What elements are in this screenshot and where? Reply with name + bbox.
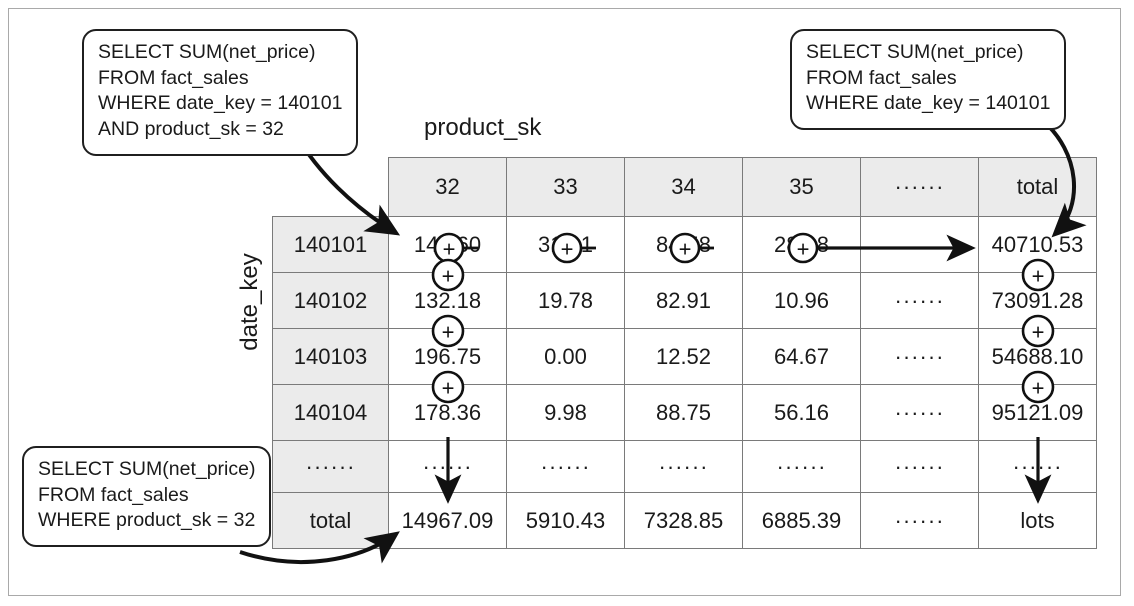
cell-140103-34: 12.52 [624,328,743,385]
corner-cell [272,157,389,217]
row-header-140103: 140103 [272,328,389,385]
cell-140101-33: 31.01 [506,216,625,273]
cell-140101-32: 149.60 [388,216,507,273]
column-header-32: 32 [388,157,507,217]
cell-total-35: 6885.39 [742,492,861,549]
column-header-total: total [978,157,1097,217]
ellipsis-text: ······ [894,174,945,199]
column-header-33: 33 [506,157,625,217]
callout-column-line2: FROM fact_sales [38,483,189,506]
cell-ellipsis-ellipsis: ······ [860,440,979,493]
cell-140101-35: 28.18 [742,216,861,273]
cell-ellipsis-total: ······ [978,440,1097,493]
row-header-140102: 140102 [272,272,389,329]
cell-140104-32: 178.36 [388,384,507,441]
pivot-table: 32 33 34 35 ······ total 140101 149.60 3… [272,157,1097,549]
cell-ellipsis-34: ······ [624,440,743,493]
table-row: 140101 149.60 31.01 84.58 28.18 40710.53 [272,216,1097,273]
row-header-140101: 140101 [272,216,389,273]
cell-140102-32: 132.18 [388,272,507,329]
cell-140104-33: 9.98 [506,384,625,441]
callout-row-line3: WHERE date_key = 140101 [806,92,1051,115]
cell-total-ellipsis: ······ [860,492,979,549]
cell-140103-32: 196.75 [388,328,507,385]
callout-column-line1: SELECT SUM(net_price) [38,458,256,480]
cell-total-total: lots [978,492,1097,549]
table-row: 140102 132.18 19.78 82.91 10.96 ······ 7… [272,272,1097,329]
row-header-ellipsis: ······ [272,440,389,493]
callout-cell-line2: FROM fact_sales [98,66,249,89]
callout-column-query: SELECT SUM(net_price) FROM fact_sales WH… [22,446,272,548]
row-header-total: total [272,492,389,549]
callout-column-line3: WHERE product_sk = 32 [38,509,256,532]
cell-total-32: 14967.09 [388,492,507,549]
cell-140103-ellipsis: ······ [860,328,979,385]
cell-140103-total: 54688.10 [978,328,1097,385]
callout-cell-line3: WHERE date_key = 140101 [98,92,343,115]
column-header-35: 35 [742,157,861,217]
row-header-140104: 140104 [272,384,389,441]
cell-140102-33: 19.78 [506,272,625,329]
cell-140102-total: 73091.28 [978,272,1097,329]
callout-cell-query: SELECT SUM(net_price) FROM fact_sales WH… [82,29,359,156]
column-header-34: 34 [624,157,743,217]
cell-140101-ellipsis [860,216,979,273]
cell-ellipsis-35: ······ [742,440,861,493]
table-header-row: 32 33 34 35 ······ total [272,157,1097,217]
column-axis-label: product_sk [424,114,542,141]
callout-row-line2: FROM fact_sales [806,66,957,89]
column-header-ellipsis: ······ [860,157,979,217]
cell-140104-total: 95121.09 [978,384,1097,441]
cell-140101-total: 40710.53 [978,216,1097,273]
cell-ellipsis-33: ······ [506,440,625,493]
cell-140102-34: 82.91 [624,272,743,329]
callout-cell-line1: SELECT SUM(net_price) [98,41,316,63]
cell-140104-ellipsis: ······ [860,384,979,441]
table-row: total 14967.09 5910.43 7328.85 6885.39 ·… [272,492,1097,549]
cell-ellipsis-32: ······ [388,440,507,493]
cell-140102-ellipsis: ······ [860,272,979,329]
cell-140104-34: 88.75 [624,384,743,441]
cell-140103-33: 0.00 [506,328,625,385]
table-row: 140103 196.75 0.00 12.52 64.67 ······ 54… [272,328,1097,385]
callout-row-line1: SELECT SUM(net_price) [806,41,1024,63]
cell-140101-34: 84.58 [624,216,743,273]
row-axis-label: date_key [236,253,263,351]
table-row: 140104 178.36 9.98 88.75 56.16 ······ 95… [272,384,1097,441]
callout-cell-line4: AND product_sk = 32 [98,118,284,141]
table-row: ······ ······ ······ ······ ······ ·····… [272,440,1097,493]
cell-total-33: 5910.43 [506,492,625,549]
cell-total-34: 7328.85 [624,492,743,549]
cell-140103-35: 64.67 [742,328,861,385]
callout-row-query: SELECT SUM(net_price) FROM fact_sales WH… [790,29,1067,131]
cell-140102-35: 10.96 [742,272,861,329]
cell-140104-35: 56.16 [742,384,861,441]
